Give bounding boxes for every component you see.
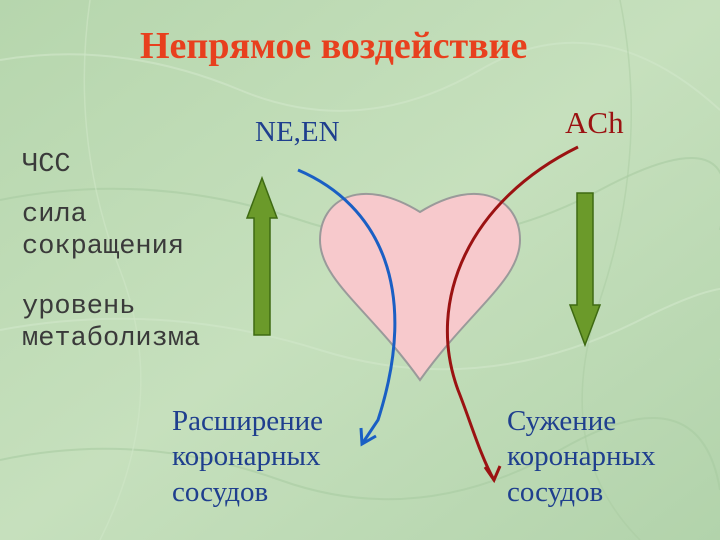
slide-title: Непрямое воздействие [140,25,528,67]
constriction-label: Сужение коронарных сосудов [507,405,656,508]
down-arrow [568,192,602,348]
up-arrow [245,175,279,336]
ne-en-label: NE,EN [255,116,340,148]
red-curve-arrow [445,145,579,481]
blue-arrowhead [359,427,377,447]
heart-rate-label: ЧСС [22,150,71,180]
blue-curve-arrow [297,168,397,445]
heart-shape [318,193,522,382]
dilation-label: Расширение коронарных сосудов [172,405,324,508]
red-arrowhead [483,465,502,484]
metabolism-level-label: уровень метаболизма [22,292,201,354]
contraction-force-label: сила сокращения [22,200,185,262]
ach-label: ACh [565,105,624,140]
